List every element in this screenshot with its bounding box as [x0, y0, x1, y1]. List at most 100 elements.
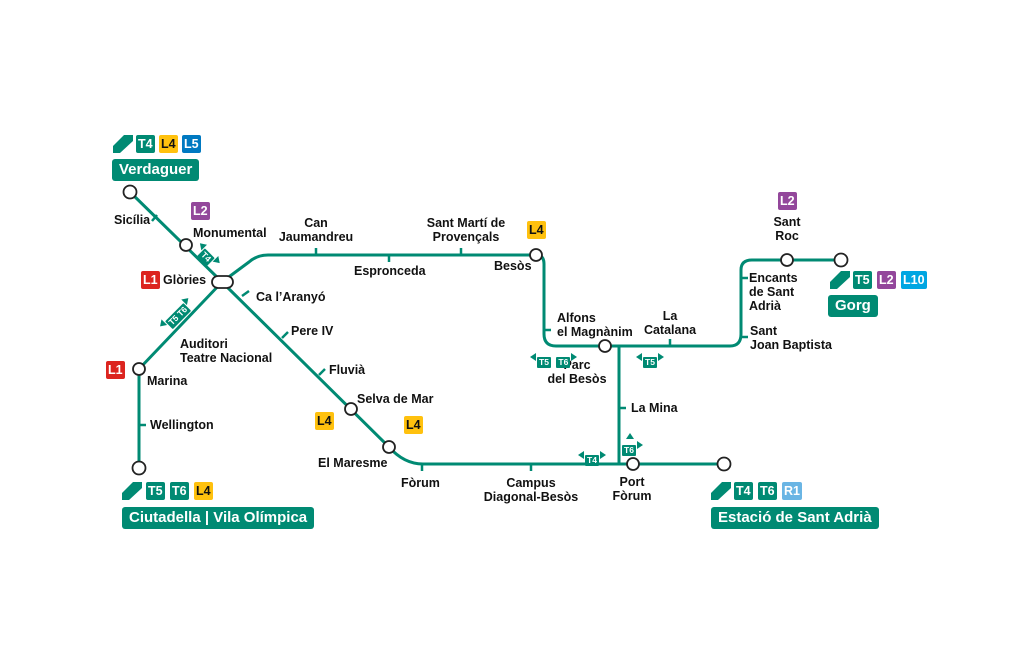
- connection-badge-monumental: L2: [191, 202, 210, 220]
- station-label-line: Catalana: [643, 323, 697, 337]
- station-label-line: del Besòs: [547, 372, 607, 386]
- stop-port-forum[interactable]: [626, 457, 640, 471]
- stop-parc-del-besos[interactable]: [598, 339, 612, 353]
- station-label-line: Campus: [506, 476, 556, 490]
- badge-sant-adria-0: T4: [734, 482, 753, 500]
- station-label-glories: Glòries: [163, 273, 207, 287]
- station-label-line: Auditori: [180, 337, 228, 351]
- station-label-fluvia: Fluvià: [329, 363, 366, 377]
- stop-gorg[interactable]: [833, 252, 849, 268]
- station-label-campus-diagonal-besos: Campus Diagonal-Besòs: [476, 476, 586, 504]
- badge-gorg-2: L10: [901, 271, 927, 289]
- arrow-right-icon: [571, 353, 578, 361]
- station-label-line: Alfons: [557, 311, 596, 325]
- line-chip: T6: [622, 445, 636, 456]
- badge-verdaguer-0: T4: [136, 135, 155, 153]
- station-label-besos: Besòs: [494, 259, 532, 273]
- tram-logo-icon: [122, 482, 142, 500]
- terminal-name-gorg[interactable]: Gorg: [828, 295, 878, 317]
- station-label-line: Diagonal-Besòs: [483, 490, 579, 504]
- station-label-line: Jaumandreu: [278, 230, 354, 244]
- station-label-line: Parc: [563, 358, 591, 372]
- stop-selva-de-mar[interactable]: [344, 402, 358, 416]
- station-label-alfons-el-magnanim: Alfons el Magnànim: [557, 311, 633, 339]
- arrow-right-icon: [599, 451, 606, 459]
- badge-ciutadella-2: L4: [194, 482, 213, 500]
- tick-sicilia: [151, 214, 158, 222]
- station-label-la-catalana: La Catalana: [638, 309, 702, 337]
- stop-verdaguer[interactable]: [122, 184, 138, 200]
- station-label-line: Port: [619, 475, 645, 489]
- line-chip: T4: [585, 455, 599, 466]
- arrow-up-icon: [626, 433, 634, 439]
- station-label-line: La: [662, 309, 678, 323]
- station-label-monumental: Monumental: [193, 226, 267, 240]
- terminal-name-verdaguer[interactable]: Verdaguer: [112, 159, 200, 181]
- stop-glories[interactable]: [211, 275, 234, 289]
- station-label-line: Fòrum: [612, 489, 652, 503]
- station-label-forum: Fòrum: [401, 476, 440, 490]
- direction-chip-t5-catalana: T5: [636, 352, 664, 370]
- station-label-line: Roc: [775, 229, 799, 243]
- station-label-line: Can: [304, 216, 328, 230]
- station-label-line: Provençals: [432, 230, 500, 244]
- station-label-encants-de-sant-adria: Encants de Sant Adrià: [749, 271, 798, 313]
- tick-pere-iv: [281, 331, 289, 339]
- connection-badge-marina: L1: [106, 361, 125, 379]
- direction-chip-t6-port: T6: [622, 433, 643, 458]
- stop-ciutadella[interactable]: [131, 460, 147, 476]
- stop-monumental[interactable]: [179, 238, 193, 252]
- connection-badge-selva-de-mar: L4: [315, 412, 334, 430]
- connection-badge-glories: L1: [141, 271, 160, 289]
- stop-sant-roc[interactable]: [780, 253, 794, 267]
- station-label-line: el Magnànim: [557, 325, 633, 339]
- station-label-auditori-teatre-nacional: Auditori Teatre Nacional: [180, 337, 272, 365]
- tick-fluvia: [318, 368, 326, 376]
- station-label-la-mina: La Mina: [631, 401, 678, 415]
- station-label-line: de Sant: [749, 285, 795, 299]
- stop-besos[interactable]: [529, 248, 543, 262]
- badge-sant-adria-1: T6: [758, 482, 777, 500]
- station-label-el-maresme: El Maresme: [318, 456, 388, 470]
- station-label-line: Sant: [773, 215, 801, 229]
- tram-logo-icon: [113, 135, 133, 153]
- connection-badge-sant-roc: L2: [778, 192, 797, 210]
- station-label-line: Teatre Nacional: [180, 351, 273, 365]
- station-label-line: Sant Martí de: [426, 216, 506, 230]
- terminal-name-ciutadella[interactable]: Ciutadella | Vila Olímpica: [122, 507, 315, 529]
- arrow-left-icon: [636, 353, 642, 361]
- station-label-sicilia: Sicília: [114, 213, 151, 227]
- station-label-port-forum: Port Fòrum: [605, 475, 659, 503]
- station-label-line: Joan Baptista: [750, 338, 832, 352]
- line-chip: T5: [643, 357, 657, 368]
- station-label-sant-joan-baptista: Sant Joan Baptista: [750, 324, 832, 352]
- badge-ciutadella-1: T6: [170, 482, 189, 500]
- stop-el-maresme[interactable]: [382, 440, 396, 454]
- arrow-right-icon: [636, 441, 643, 449]
- station-label-pere-iv: Pere IV: [291, 324, 334, 338]
- station-label-line: Sant: [750, 324, 778, 338]
- connection-badge-el-maresme: L4: [404, 416, 423, 434]
- station-label-sant-roc: Sant Roc: [765, 215, 809, 243]
- station-label-parc-del-besos: Parc del Besòs: [542, 358, 612, 386]
- tram-logo-icon: [830, 271, 850, 289]
- route-glories-gorg: [220, 253, 843, 348]
- line-chip: T6: [556, 357, 571, 368]
- station-label-ca-laranyo: Ca l’Aranyó: [256, 290, 326, 304]
- station-label-selva-de-mar: Selva de Mar: [357, 392, 434, 406]
- badge-sant-adria-2: R1: [782, 482, 802, 500]
- arrow-right-icon: [657, 353, 664, 361]
- stop-estacio-sant-adria[interactable]: [716, 456, 732, 472]
- line-chip: T5: [537, 357, 551, 368]
- station-label-sant-marti-de-provencals: Sant Martí de Provençals: [416, 216, 516, 244]
- badge-verdaguer-2: L5: [182, 135, 201, 153]
- badge-gorg-1: L2: [877, 271, 896, 289]
- station-label-wellington: Wellington: [150, 418, 214, 432]
- direction-chip-t5t6-parc: T5 T6: [530, 352, 578, 370]
- arrow-left-icon: [578, 451, 584, 459]
- tram-logo-icon: [711, 482, 731, 500]
- stop-marina[interactable]: [132, 362, 146, 376]
- terminal-name-estacio-sant-adria[interactable]: Estació de Sant Adrià: [711, 507, 879, 529]
- connection-badge-besos: L4: [527, 221, 546, 239]
